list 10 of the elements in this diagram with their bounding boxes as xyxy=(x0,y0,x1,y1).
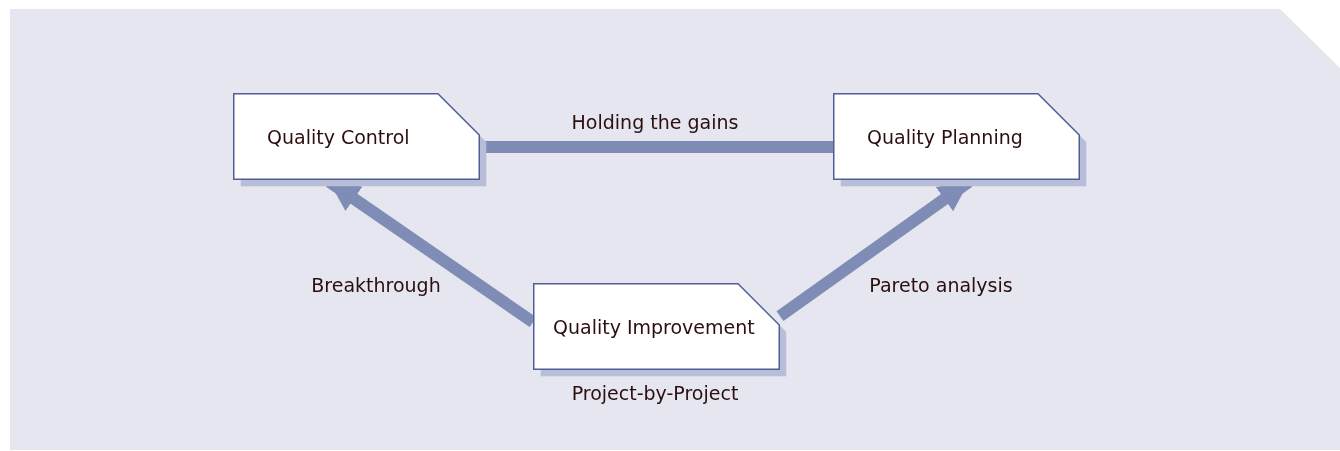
edge-label: Breakthrough xyxy=(311,274,441,296)
node-caption: Project-by-Project xyxy=(571,382,739,404)
edge-label: Holding the gains xyxy=(571,111,739,133)
node-label: Quality Planning xyxy=(867,125,1023,148)
process-box xyxy=(233,93,487,187)
process-box xyxy=(833,93,1087,187)
process-box xyxy=(533,283,787,377)
node-label: Quality Control xyxy=(267,125,410,148)
node-label: Quality Improvement xyxy=(553,315,755,338)
edge-label: Pareto analysis xyxy=(869,274,1013,296)
